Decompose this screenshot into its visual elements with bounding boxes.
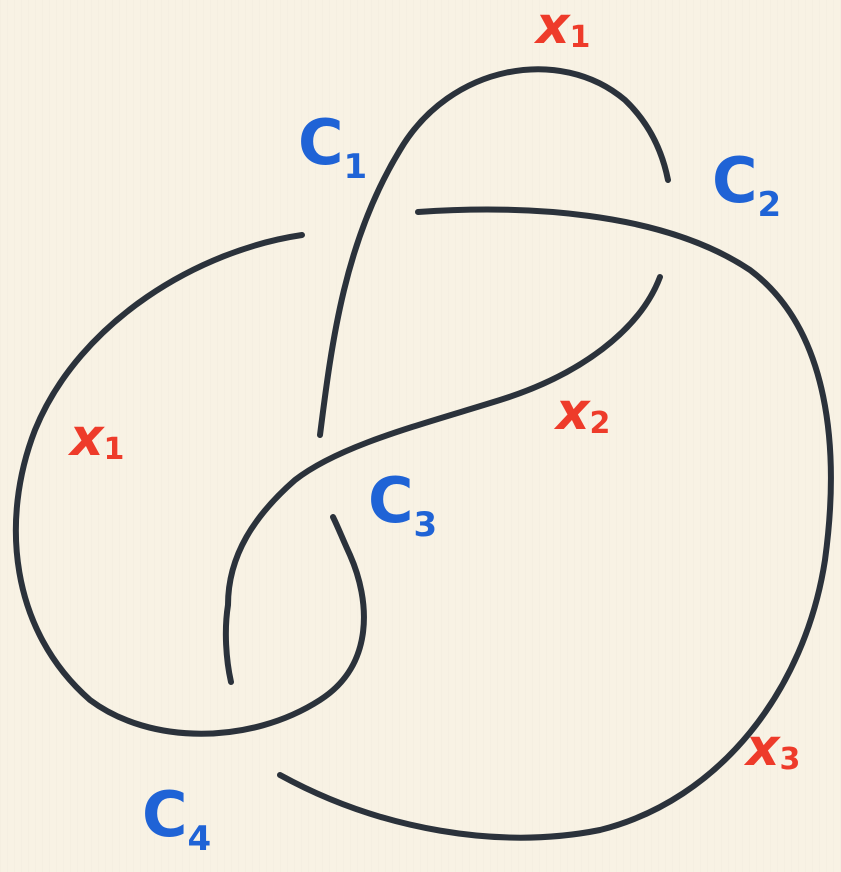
knot-strand-x1-upper <box>320 69 668 435</box>
crossing-label-c4: C4 <box>142 784 211 846</box>
arc-label-letter: x <box>556 382 590 442</box>
arc-label-x1-top: x1 <box>536 0 590 52</box>
arc-label-letter: x <box>70 408 104 468</box>
crossing-label-index: 2 <box>758 185 782 225</box>
crossing-label-index: 1 <box>344 147 368 187</box>
arc-label-x1-left: x1 <box>70 412 124 464</box>
crossing-label-c2: C2 <box>712 150 781 212</box>
crossing-label-letter: C <box>298 106 344 179</box>
arc-label-index: 1 <box>570 20 591 55</box>
crossing-label-letter: C <box>712 144 758 217</box>
arc-label-index: 3 <box>780 742 801 777</box>
arc-label-letter: x <box>536 0 570 56</box>
knot-strand-x1-left <box>16 235 364 734</box>
crossing-label-c3: C3 <box>368 470 437 532</box>
arc-label-index: 1 <box>104 432 125 467</box>
crossing-label-letter: C <box>368 464 414 537</box>
crossing-label-index: 4 <box>188 819 212 859</box>
crossing-label-letter: C <box>142 778 188 851</box>
crossing-label-index: 3 <box>414 505 438 545</box>
knot-strand-x2 <box>226 277 660 682</box>
arc-label-letter: x <box>746 718 780 778</box>
arc-label-x3: x3 <box>746 722 800 774</box>
arc-label-x2: x2 <box>556 386 610 438</box>
arc-label-index: 2 <box>590 406 611 441</box>
crossing-label-c1: C1 <box>298 112 367 174</box>
